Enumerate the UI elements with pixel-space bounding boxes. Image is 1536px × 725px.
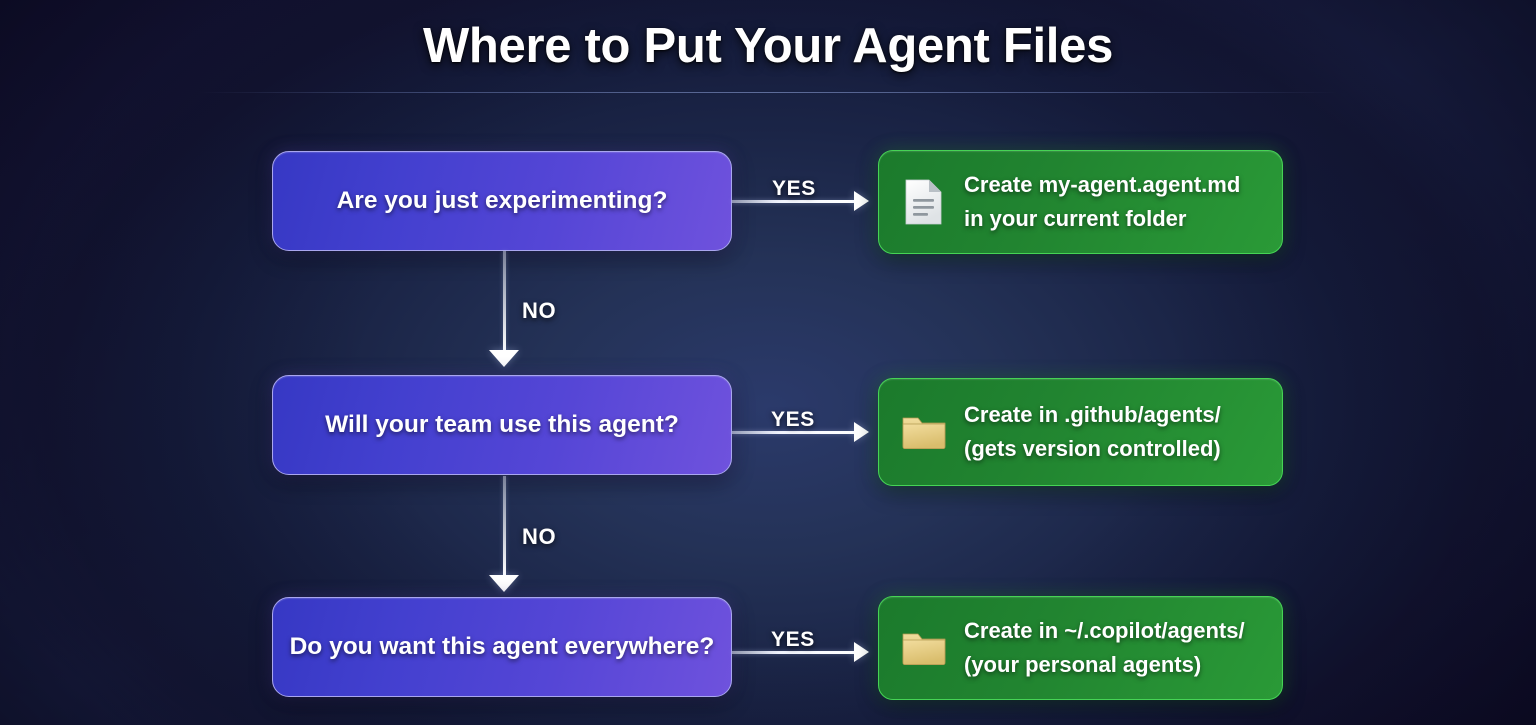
- yes-connector-line-1: [732, 200, 854, 203]
- no-label-1: NO: [522, 298, 557, 323]
- decision-node-everywhere[interactable]: Do you want this agent everywhere?: [272, 597, 732, 697]
- outcome-text: Create in .github/agents/ (gets version …: [964, 401, 1221, 461]
- no-connector-line-2: [503, 476, 506, 576]
- no-arrowhead-1: [489, 350, 519, 367]
- page-title: Where to Put Your Agent Files: [422, 19, 1114, 73]
- yes-label-2: YES: [771, 408, 815, 431]
- decision-label: Do you want this agent everywhere?: [289, 633, 715, 660]
- no-arrowhead-2: [489, 575, 519, 592]
- yes-connector-line-2: [732, 431, 854, 434]
- decision-node-experimenting[interactable]: Are you just experimenting?: [272, 151, 732, 251]
- no-connector-line-1: [503, 251, 506, 352]
- outcome-text: Create my-agent.agent.md in your current…: [964, 171, 1241, 231]
- yes-arrowhead-3: [854, 642, 869, 662]
- outcome-node-copilot-agents[interactable]: Create in ~/.copilot/agents/ (your perso…: [878, 596, 1283, 700]
- decision-label: Will your team use this agent?: [325, 411, 679, 438]
- no-label-2: NO: [522, 524, 557, 549]
- yes-connector-line-3: [732, 651, 854, 654]
- document-icon: [901, 177, 947, 227]
- decision-label: Are you just experimenting?: [336, 187, 668, 214]
- yes-label-3: YES: [771, 628, 815, 651]
- yes-arrowhead-2: [854, 422, 869, 442]
- title-divider: [198, 92, 1338, 93]
- outcome-text: Create in ~/.copilot/agents/ (your perso…: [964, 617, 1245, 677]
- folder-icon: [901, 623, 947, 673]
- folder-icon: [901, 407, 947, 457]
- decision-node-team-use[interactable]: Will your team use this agent?: [272, 375, 732, 475]
- outcome-node-github-agents[interactable]: Create in .github/agents/ (gets version …: [878, 378, 1283, 486]
- yes-label-1: YES: [772, 177, 816, 200]
- yes-arrowhead-1: [854, 191, 869, 211]
- outcome-node-current-folder[interactable]: Create my-agent.agent.md in your current…: [878, 150, 1283, 254]
